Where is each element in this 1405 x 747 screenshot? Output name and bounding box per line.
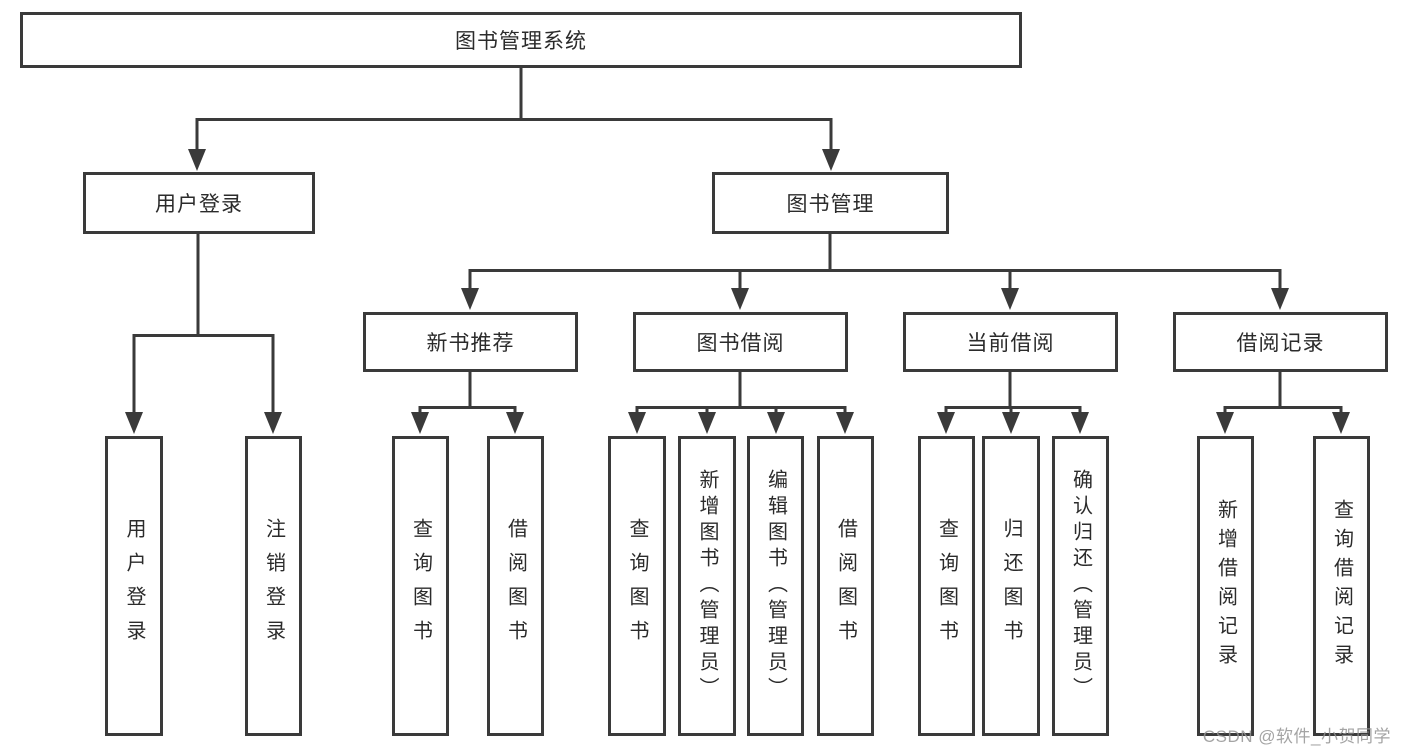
- leaf-label: 查询图书: [626, 518, 648, 654]
- node-label: 图书借阅: [696, 332, 785, 355]
- node-label: 当前借阅: [966, 332, 1055, 355]
- leaf-label: 新增借阅记录: [1214, 499, 1237, 673]
- arrowhead-icon: [1071, 412, 1089, 434]
- node-label: 图书管理系统: [455, 30, 587, 53]
- arrowhead-icon: [628, 412, 646, 434]
- leaf-borrow-books: 借阅图书: [817, 436, 874, 736]
- csdn-watermark: CSDN @软件_小贺同学: [1202, 727, 1391, 746]
- leaf-query-books-borrowing: 查询图书: [608, 436, 666, 736]
- node-book-borrowing: 图书借阅: [633, 312, 848, 372]
- arrowhead-icon: [506, 412, 524, 434]
- node-user-login: 用户登录: [83, 172, 315, 234]
- leaf-add-books-admin: 新增图书（管理员）: [678, 436, 736, 736]
- arrowhead-icon: [836, 412, 854, 434]
- node-borrowing-records: 借阅记录: [1173, 312, 1388, 372]
- arrowhead-icon: [767, 412, 785, 434]
- arrowhead-icon: [411, 412, 429, 434]
- leaf-label: 查询图书: [409, 518, 432, 654]
- leaf-borrow-books-recommend: 借阅图书: [487, 436, 544, 736]
- node-current-borrowing: 当前借阅: [903, 312, 1118, 372]
- leaf-label: 确认归还（管理员）: [1069, 469, 1092, 703]
- leaf-query-books-current: 查询图书: [918, 436, 975, 736]
- leaf-confirm-return-admin: 确认归还（管理员）: [1052, 436, 1109, 736]
- arrowhead-icon: [264, 412, 282, 434]
- leaf-user-login: 用户登录: [105, 436, 163, 736]
- leaf-label: 借阅图书: [504, 518, 527, 654]
- arrowhead-icon: [1271, 288, 1289, 310]
- arrowhead-icon: [731, 288, 749, 310]
- arrowhead-icon: [1332, 412, 1350, 434]
- arrowhead-icon: [937, 412, 955, 434]
- arrowhead-icon: [461, 288, 479, 310]
- leaf-query-books-recommend: 查询图书: [392, 436, 449, 736]
- leaf-label: 查询图书: [935, 518, 958, 654]
- node-library-management-system: 图书管理系统: [20, 12, 1022, 68]
- arrowhead-icon: [698, 412, 716, 434]
- node-label: 用户登录: [155, 193, 243, 216]
- arrowhead-icon: [188, 149, 206, 171]
- arrowhead-icon: [1002, 412, 1020, 434]
- leaf-query-borrow-record: 查询借阅记录: [1313, 436, 1370, 736]
- leaf-logout: 注销登录: [245, 436, 302, 736]
- leaf-return-books: 归还图书: [982, 436, 1040, 736]
- leaf-label: 归还图书: [1000, 518, 1022, 654]
- leaf-edit-books-admin: 编辑图书（管理员）: [747, 436, 804, 736]
- node-label: 图书管理: [786, 193, 875, 216]
- leaf-label: 借阅图书: [834, 518, 857, 654]
- leaf-label: 用户登录: [123, 518, 145, 654]
- arrowhead-icon: [1216, 412, 1234, 434]
- leaf-label: 注销登录: [262, 518, 285, 654]
- leaf-label: 新增图书（管理员）: [696, 469, 718, 703]
- arrowhead-icon: [125, 412, 143, 434]
- leaf-label: 查询借阅记录: [1330, 499, 1353, 673]
- leaf-add-borrow-record: 新增借阅记录: [1197, 436, 1254, 736]
- arrowhead-icon: [822, 149, 840, 171]
- node-new-book-recommendation: 新书推荐: [363, 312, 578, 372]
- connector-arrowheads: [125, 149, 1350, 434]
- node-book-management: 图书管理: [712, 172, 949, 234]
- node-label: 新书推荐: [426, 332, 515, 355]
- node-label: 借阅记录: [1236, 332, 1325, 355]
- arrowhead-icon: [1001, 288, 1019, 310]
- leaf-label: 编辑图书（管理员）: [764, 469, 787, 703]
